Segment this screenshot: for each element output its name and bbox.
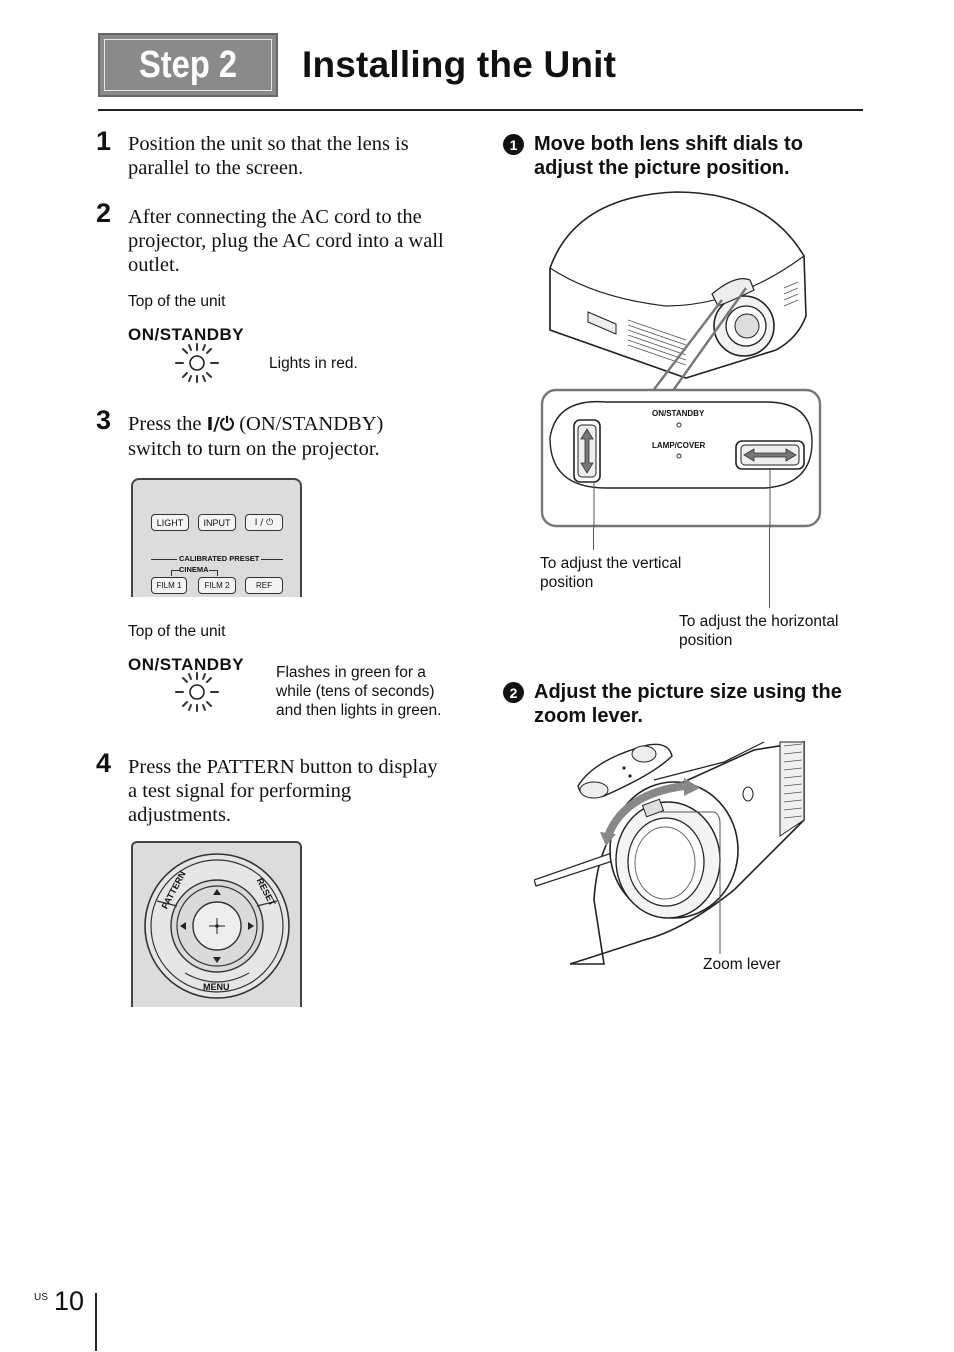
zoom-lever-illustration — [534, 741, 805, 965]
step-2-caption: Top of the unit — [128, 293, 226, 310]
substep-2-badge: 2 — [503, 682, 524, 703]
indicator-light-icon — [175, 343, 219, 383]
group-rule-left — [151, 559, 177, 560]
step-2-text: After connecting the AC cord to the proj… — [128, 205, 444, 277]
ref-button[interactable]: REF — [245, 577, 283, 594]
panel-lamp-cover-label: LAMP/COVER — [652, 441, 706, 450]
light-button[interactable]: LIGHT — [151, 514, 189, 531]
note-line-2: while (tens of seconds) — [276, 683, 435, 700]
cinema-bracket-left — [171, 570, 180, 576]
step-2-number: 2 — [96, 198, 112, 228]
group-rule-right — [261, 559, 283, 560]
step-1-number: 1 — [96, 126, 112, 156]
substep-2-heading: Adjust the picture size using the zoom l… — [534, 680, 842, 728]
step-3-prefix: Press the — [128, 413, 207, 435]
step-3-suffix: (ON/STANDBY) — [234, 413, 384, 435]
step-badge: Step 2 — [98, 33, 278, 97]
step-label: Step 2 — [138, 43, 238, 86]
substep-1-line-1: Move both lens shift dials to — [534, 133, 803, 155]
substep-1-heading: Move both lens shift dials to adjust the… — [534, 132, 803, 180]
substep-2-line-1: Adjust the picture size using the — [534, 681, 842, 703]
remote-control-top: LIGHT INPUT I / ⏻ CALIBRATED PRESET CINE… — [131, 478, 302, 597]
menu-button[interactable]: MENU — [203, 982, 230, 992]
callout-horizontal-line-1: To adjust the horizontal — [679, 613, 839, 630]
callout-horizontal: To adjust the horizontal position — [679, 612, 838, 650]
page-number: 10 — [54, 1286, 85, 1316]
step-4-number: 4 — [96, 748, 112, 778]
step-3-onstandby-label: ON/STANDBY — [128, 655, 245, 674]
step-4-line-1: Press the PATTERN button to display — [128, 756, 438, 778]
step-4-text: Press the PATTERN button to display a te… — [128, 755, 438, 827]
substep-2-line-2: zoom lever. — [534, 705, 643, 727]
step-1-line-2: parallel to the screen. — [128, 157, 304, 179]
cinema-bracket-right — [209, 570, 218, 576]
input-button[interactable]: INPUT — [198, 514, 236, 531]
step-3-number: 3 — [96, 405, 112, 435]
note-line-1: Flashes in green for a — [276, 664, 426, 681]
film1-button[interactable]: FILM 1 — [151, 577, 187, 594]
power-symbol: I/⏻ — [206, 414, 235, 435]
callout-vertical-line-1: To adjust the vertical — [540, 555, 682, 572]
step-2-onstandby-label: ON/STANDBY — [128, 325, 245, 344]
step-1-text: Position the unit so that the lens is pa… — [128, 132, 409, 180]
page-title: Installing the Unit — [302, 44, 617, 85]
step-3-indicator-note: Flashes in green for a while (tens of se… — [276, 663, 441, 720]
step-4-line-3: adjustments. — [128, 804, 232, 826]
vertical-leader-extension — [593, 528, 594, 550]
substep-1-line-2: adjust the picture position. — [534, 157, 790, 179]
callout-vertical-line-2: position — [540, 574, 594, 591]
callout-vertical: To adjust the vertical position — [540, 554, 681, 592]
cinema-label: CINEMA — [179, 565, 209, 574]
step-3-text: Press the I/⏻ (ON/STANDBY) switch to tur… — [128, 412, 383, 461]
zoom-lever-label: Zoom lever — [703, 956, 781, 973]
step-3-line-2: switch to turn on the projector. — [128, 438, 380, 460]
step-4-line-2: a test signal for performing — [128, 780, 352, 802]
panel-on-standby-label: ON/STANDBY — [652, 409, 705, 418]
step-3-caption: Top of the unit — [128, 623, 226, 640]
step-2-line-1: After connecting the AC cord to the — [128, 206, 422, 228]
step-2-indicator-note: Lights in red. — [269, 355, 358, 372]
step-3-line-1: Press the I/⏻ (ON/STANDBY) — [128, 412, 383, 437]
step-1-line-1: Position the unit so that the lens is — [128, 133, 409, 155]
navigation-pad-icon — [144, 853, 290, 999]
header-divider — [98, 109, 863, 111]
note-line-3: and then lights in green. — [276, 702, 442, 719]
indicator-flashing-icon — [175, 672, 219, 712]
substep-1-badge: 1 — [503, 134, 524, 155]
step-2-line-2: projector, plug the AC cord into a wall — [128, 230, 444, 252]
power-button[interactable]: I / ⏻ — [245, 514, 283, 531]
film2-button[interactable]: FILM 2 — [198, 577, 236, 594]
projector-illustration — [540, 191, 822, 528]
footer-region: US — [34, 1292, 48, 1303]
calibrated-preset-label: CALIBRATED PRESET — [179, 554, 260, 563]
callout-horizontal-line-2: position — [679, 632, 733, 649]
footer-divider — [95, 1293, 97, 1351]
remote-control-nav: PATTERN RESET MENU — [131, 841, 302, 1007]
horizontal-leader-extension — [769, 528, 770, 608]
step-2-line-3: outlet. — [128, 254, 180, 276]
